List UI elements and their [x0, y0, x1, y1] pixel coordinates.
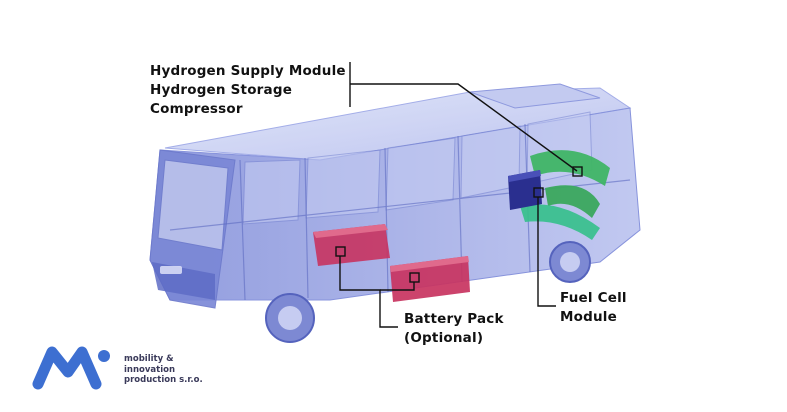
- label-fuel-cell-line1: Fuel Cell: [560, 290, 627, 306]
- company-logo-mark: [32, 346, 110, 390]
- label-battery-pack: Battery Pack (Optional): [404, 310, 504, 348]
- leader-lines: [339, 62, 578, 328]
- bus-wheels: [265, 241, 591, 343]
- label-battery-line2: (Optional): [404, 330, 484, 346]
- battery-pack-front: [313, 224, 390, 266]
- label-fuel-cell-module: Fuel Cell Module: [560, 289, 627, 327]
- label-battery-line1: Battery Pack: [404, 311, 504, 327]
- company-logo-text: mobility & innovation production s.r.o.: [124, 354, 203, 386]
- label-hydrogen-supply-module: Hydrogen Supply Module: [150, 63, 346, 79]
- label-hydrogen-storage: Hydrogen Storage: [150, 82, 293, 98]
- label-compressor: Compressor: [150, 101, 243, 117]
- label-hydrogen-components: Hydrogen Supply Module Hydrogen Storage …: [150, 62, 346, 119]
- logo-text-line3: production s.r.o.: [124, 375, 203, 385]
- fuel-cell-module: [508, 170, 544, 210]
- hydrogen-tanks: [520, 150, 610, 240]
- label-fuel-cell-line2: Module: [560, 309, 617, 325]
- logo-text-line1: mobility &: [124, 354, 174, 364]
- logo-text-line2: innovation: [124, 364, 175, 375]
- bus-body: [149, 83, 641, 309]
